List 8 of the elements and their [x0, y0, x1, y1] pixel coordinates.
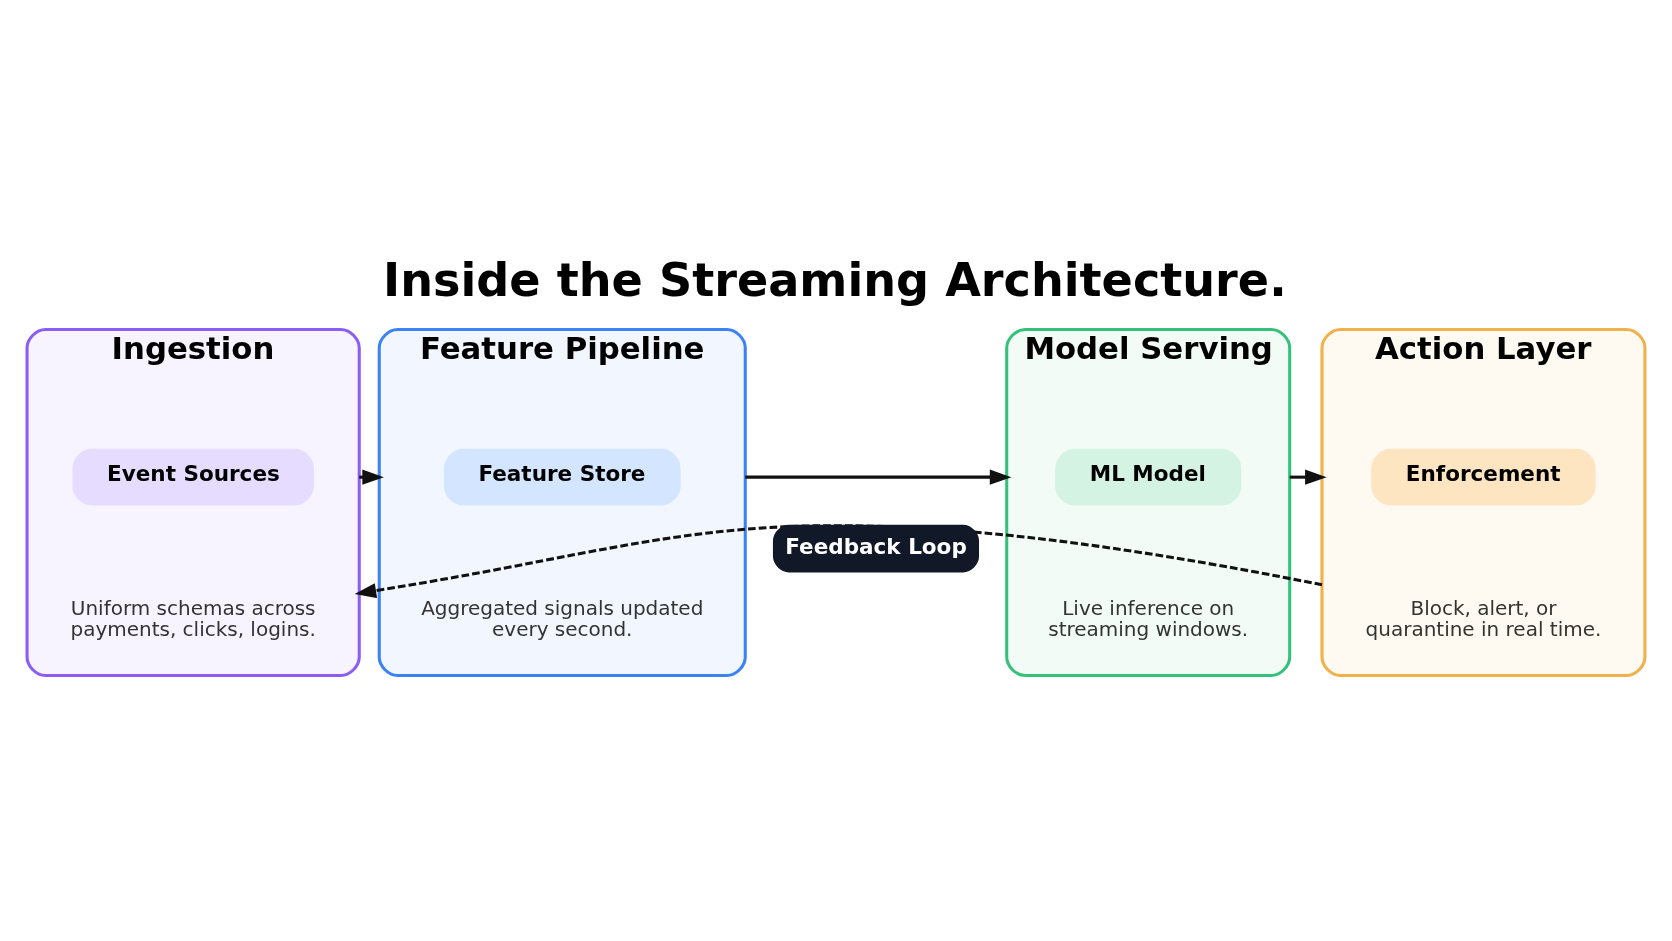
diagram-title: Inside the Streaming Architecture.	[383, 252, 1287, 307]
node-box: Event Sources	[72, 448, 314, 506]
edge-label: Feedback Loop	[785, 533, 967, 559]
arrow	[1289, 469, 1327, 485]
node-box: Enforcement	[1371, 448, 1596, 506]
arrow	[745, 469, 1012, 485]
node-box: Feature Store	[443, 448, 681, 506]
node-box: ML Model	[1055, 448, 1242, 506]
